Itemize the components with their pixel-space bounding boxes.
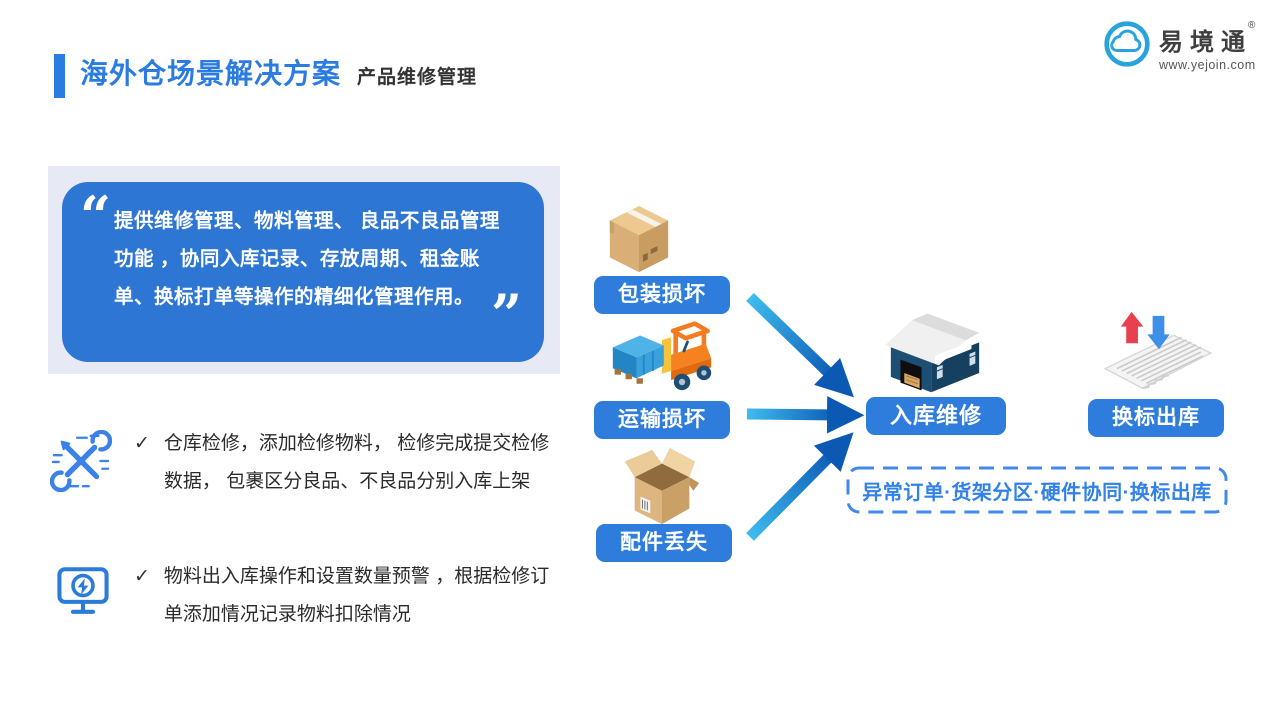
quote-text: 提供维修管理、物料管理、 良品不良品管理功能 ，协同入库记录、存放周期、租金账单… <box>114 210 500 308</box>
forklift-icon <box>604 320 720 407</box>
bullet-item-2: ✓ 物料出入库操作和设置数量预警 ，根据检修订单添加情况记录物料扣除情况 <box>134 558 552 634</box>
title-accent-bar <box>54 54 65 98</box>
checkmark-icon: ✓ <box>134 566 150 587</box>
monitor-power-icon <box>54 562 112 625</box>
bullet-item-1: ✓ 仓库检修，添加检修物料， 检修完成提交检修数据， 包裹区分良品、不良品分别入… <box>134 425 552 501</box>
flow-node-transport-damage: 运输损坏 <box>594 401 730 439</box>
header: 海外仓场景解决方案 产品维修管理 <box>80 52 477 92</box>
checkmark-icon: ✓ <box>134 433 150 454</box>
feature-note-text: 异常订单·货架分区·硬件协同·换标出库 <box>862 481 1212 504</box>
flow-node-packaging-damage: 包装损坏 <box>594 276 730 314</box>
damaged-package-box-icon <box>604 202 674 283</box>
flow-arrows <box>735 275 875 580</box>
logo-url: www.yejoin.com <box>1159 57 1256 72</box>
warehouse-icon <box>876 302 994 403</box>
open-empty-box-icon <box>610 442 714 533</box>
logo: 易境通 ® www.yejoin.com <box>1103 20 1256 73</box>
registered-mark: ® <box>1248 19 1256 31</box>
quote-box: “ 提供维修管理、物料管理、 良品不良品管理功能 ，协同入库记录、存放周期、租金… <box>62 182 544 362</box>
page-subtitle: 产品维修管理 <box>357 67 478 88</box>
flow-node-inbound-repair: 入库维修 <box>866 397 1006 435</box>
open-quote-icon: “ <box>80 184 112 248</box>
bullet-text: 仓库检修，添加检修物料， 检修完成提交检修数据， 包裹区分良品、不良品分别入库上… <box>163 433 550 492</box>
feature-note-box: 异常订单·货架分区·硬件协同·换标出库 <box>846 466 1228 514</box>
flow-node-missing-parts: 配件丢失 <box>596 524 732 562</box>
close-quote-icon: ” <box>490 282 522 346</box>
cloud-logo-icon <box>1103 20 1151 73</box>
dashed-border <box>846 466 1228 514</box>
relabel-sheet-icon <box>1098 308 1218 401</box>
logo-name: 易境通 <box>1159 28 1252 56</box>
page-title: 海外仓场景解决方案 <box>80 58 342 89</box>
maintenance-tools-icon <box>49 429 113 497</box>
flow-node-relabel-outbound: 换标出库 <box>1088 399 1224 437</box>
bullet-text: 物料出入库操作和设置数量预警 ，根据检修订单添加情况记录物料扣除情况 <box>163 566 550 625</box>
